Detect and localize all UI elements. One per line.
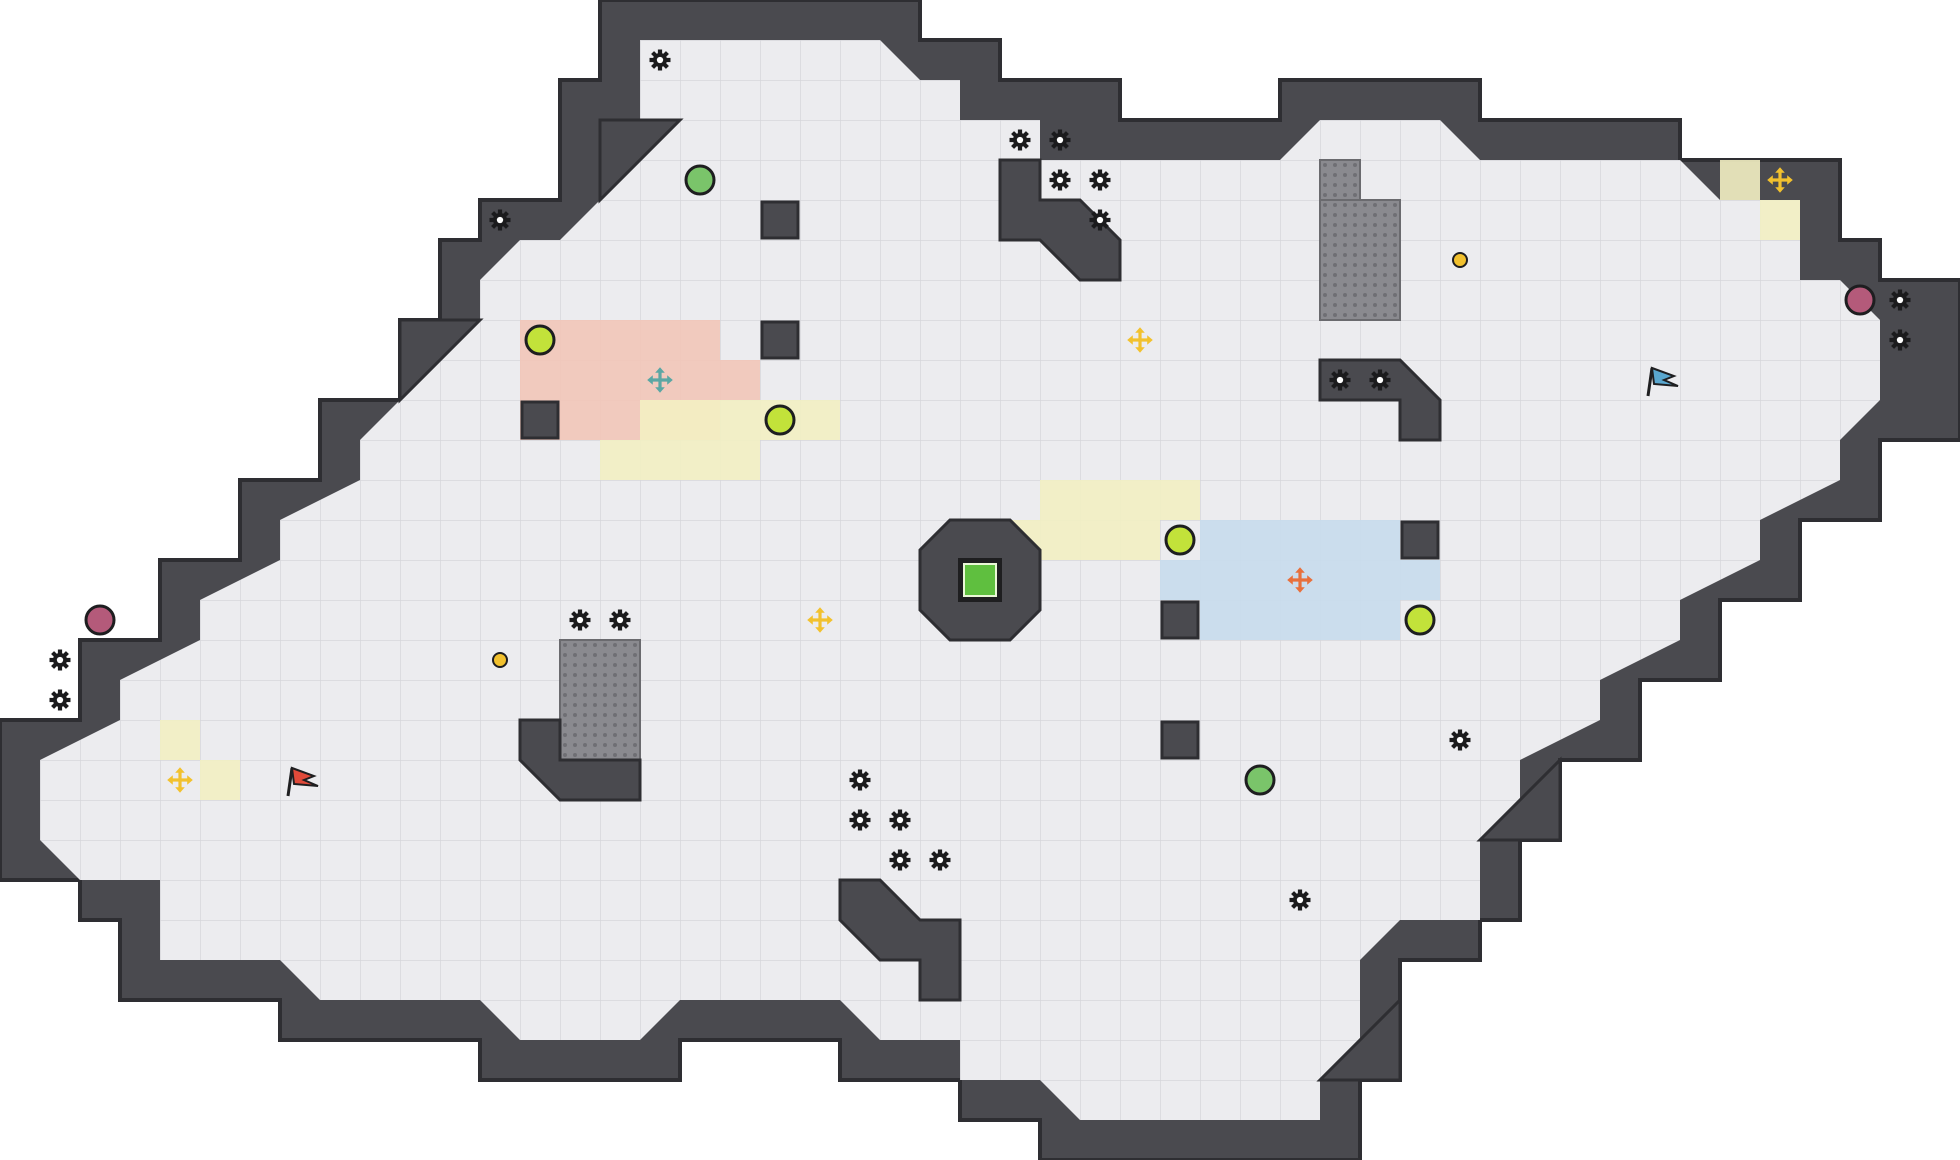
green-orb-icon bbox=[1404, 604, 1436, 636]
gear-icon bbox=[1889, 289, 1911, 311]
green-orb-icon bbox=[764, 404, 796, 436]
yellow-zone bbox=[600, 440, 760, 480]
gear-icon bbox=[1889, 329, 1911, 351]
yellow-zone bbox=[160, 720, 200, 760]
bomb-icon bbox=[1844, 284, 1876, 316]
gear-icon bbox=[1089, 209, 1111, 231]
green-orb-icon bbox=[1164, 524, 1196, 556]
powerup-icon bbox=[684, 164, 716, 196]
gear-icon bbox=[889, 809, 911, 831]
entities bbox=[49, 49, 1911, 911]
gear-icon bbox=[489, 209, 511, 231]
inner-wall bbox=[518, 718, 642, 802]
grate-floor bbox=[1319, 199, 1401, 321]
inner-wall bbox=[398, 318, 484, 404]
gear-icon bbox=[609, 609, 631, 631]
gear-icon bbox=[49, 649, 71, 671]
coin-icon bbox=[492, 652, 508, 668]
inner-wall bbox=[998, 158, 1122, 282]
yellow-zone bbox=[1760, 200, 1800, 240]
blue-zone bbox=[1200, 600, 1400, 640]
gear-icon bbox=[649, 49, 671, 71]
blue-flag-icon bbox=[1646, 366, 1679, 397]
gear-icon bbox=[1049, 169, 1071, 191]
blue-zone bbox=[1200, 520, 1400, 560]
gear-icon bbox=[1089, 169, 1111, 191]
core-block-icon bbox=[963, 563, 997, 597]
grate-floor bbox=[559, 639, 641, 761]
wall-block bbox=[520, 400, 560, 440]
green-orb-icon bbox=[524, 324, 556, 356]
flag-pole bbox=[1646, 367, 1654, 397]
inner-wall bbox=[1316, 996, 1402, 1082]
inner-wall bbox=[838, 878, 962, 1002]
red-flag-icon bbox=[286, 766, 319, 797]
flag-pole bbox=[286, 767, 294, 797]
gear-icon bbox=[889, 849, 911, 871]
gear-icon bbox=[1289, 889, 1311, 911]
yellow-zone bbox=[1720, 160, 1760, 200]
inner-wall bbox=[598, 118, 684, 204]
gear-icon bbox=[849, 809, 871, 831]
gear-icon bbox=[1329, 369, 1351, 391]
bomb-icon bbox=[84, 604, 116, 636]
wall-block bbox=[760, 200, 800, 240]
gear-icon bbox=[1449, 729, 1471, 751]
coin-icon bbox=[1452, 252, 1468, 268]
yellow-zone bbox=[1040, 480, 1200, 520]
gear-icon bbox=[929, 849, 951, 871]
yellow-zone bbox=[200, 760, 240, 800]
grate-floor bbox=[1319, 159, 1361, 201]
wall-block bbox=[1160, 600, 1200, 640]
powerup-icon bbox=[1244, 764, 1276, 796]
wall-block bbox=[760, 320, 800, 360]
gear-icon bbox=[49, 689, 71, 711]
gear-icon bbox=[849, 769, 871, 791]
wall-block bbox=[1400, 520, 1440, 560]
red-zone bbox=[520, 360, 760, 400]
gear-icon bbox=[569, 609, 591, 631]
yellow-zone bbox=[640, 400, 840, 440]
flag-cloth bbox=[290, 766, 319, 787]
wall-block bbox=[1160, 720, 1200, 760]
gear-icon bbox=[1049, 129, 1071, 151]
gear-icon bbox=[1009, 129, 1031, 151]
flag-cloth bbox=[1650, 366, 1679, 387]
inner-wall bbox=[1476, 756, 1562, 842]
gear-icon bbox=[1369, 369, 1391, 391]
